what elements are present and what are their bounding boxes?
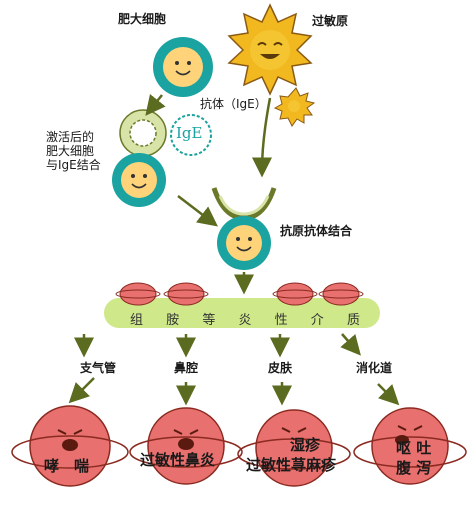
organ-digestive: 消化道 — [356, 361, 393, 375]
ige-badge-text: IgE — [176, 124, 203, 142]
mediator-band — [104, 298, 380, 328]
small-red-cells — [115, 282, 364, 306]
activated-cell-label: 激活后的 肥大细胞 与IgE结合 — [46, 130, 101, 172]
ige-badge-icon — [170, 114, 212, 156]
mediator-char: 介 — [310, 313, 324, 328]
big-red-cell-skin — [237, 409, 351, 487]
mediator-char: 炎 — [238, 313, 252, 328]
mediator-char: 性 — [274, 313, 288, 328]
allergen-icon — [227, 3, 313, 96]
flow-arrows — [68, 93, 400, 406]
big-red-cell-rhinitis — [129, 407, 243, 485]
mast-cell-icon — [153, 37, 213, 97]
antigen-antibody-label: 抗原抗体结合 — [280, 224, 353, 238]
mediator-char: 等 — [202, 313, 216, 328]
organ-bronchi: 支气管 — [80, 361, 117, 375]
symptom-urticaria: 过敏性荨麻疹 — [246, 456, 337, 474]
organ-nasal: 鼻腔 — [174, 361, 199, 375]
mediator-char: 胺 — [166, 313, 180, 328]
symptom-diarrhea: 腹 泻 — [396, 459, 432, 477]
big-red-cell-asthma — [11, 405, 129, 487]
allergen-label: 过敏原 — [312, 14, 349, 28]
small-allergen-icon — [273, 87, 316, 127]
big-red-cell-digestive — [353, 407, 467, 485]
mediator-text: 组 胺 等 炎 性 介 质 — [130, 309, 360, 328]
mediator-char: 组 — [130, 313, 144, 328]
symptom-eczema: 湿疹 — [290, 436, 321, 454]
organ-skin: 皮肤 — [268, 361, 293, 375]
antibody-label: 抗体（IgE） — [200, 97, 267, 111]
binding-cell-icon — [211, 187, 277, 270]
symptom-asthma: 哮 喘 — [44, 457, 90, 475]
mast-cell-label: 肥大细胞 — [118, 12, 167, 26]
bound-cell-icon — [112, 153, 166, 207]
symptom-rhinitis: 过敏性鼻炎 — [140, 451, 216, 469]
activated-cell-icon — [119, 109, 167, 157]
symptom-vomit: 呕 吐 — [396, 439, 432, 457]
mediator-char: 质 — [346, 313, 360, 328]
